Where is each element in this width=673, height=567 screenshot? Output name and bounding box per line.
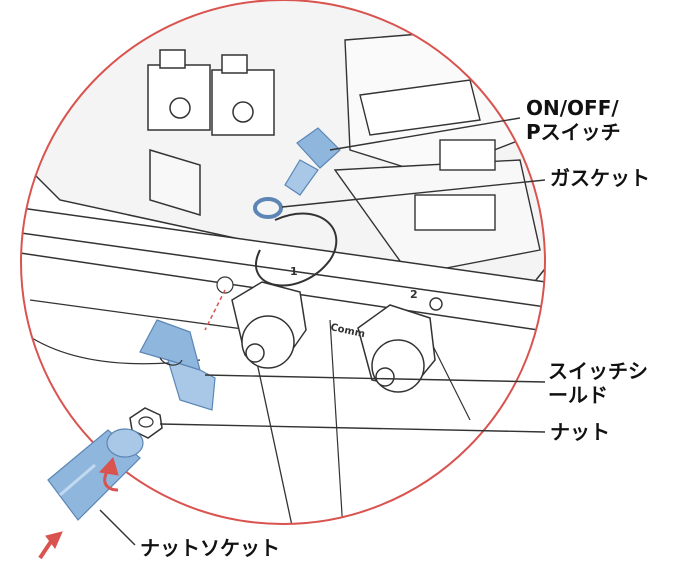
nut-socket-part <box>47 428 144 521</box>
switch-shield-label-line2: ールド <box>548 383 608 407</box>
switch-shield-label: スイッチシ ールド <box>548 359 648 407</box>
port-1-mark: 1 <box>290 265 298 278</box>
gasket-part <box>253 197 283 219</box>
port-2-mark: 2 <box>410 288 418 301</box>
terminal-block <box>147 49 275 217</box>
gasket-label: ガスケット <box>550 166 650 190</box>
onoff-switch-label-line2: Pスイッチ <box>526 120 621 144</box>
onoff-switch-label-line1: ON/OFF/ <box>526 96 619 120</box>
nut-label: ナット <box>550 420 610 444</box>
switch-shield-part <box>139 319 216 411</box>
cable-gland-1 <box>231 281 307 369</box>
nut-socket-label: ナットソケット <box>140 536 280 560</box>
motion-arrows <box>38 457 119 560</box>
detail-circle-border <box>20 0 546 525</box>
onoff-switch-label: ON/OFF/ Pスイッチ <box>526 96 621 144</box>
onoff-switch-part <box>284 127 341 196</box>
leader-lines <box>99 117 546 546</box>
switch-shield-label-line1: スイッチシ <box>548 359 648 383</box>
